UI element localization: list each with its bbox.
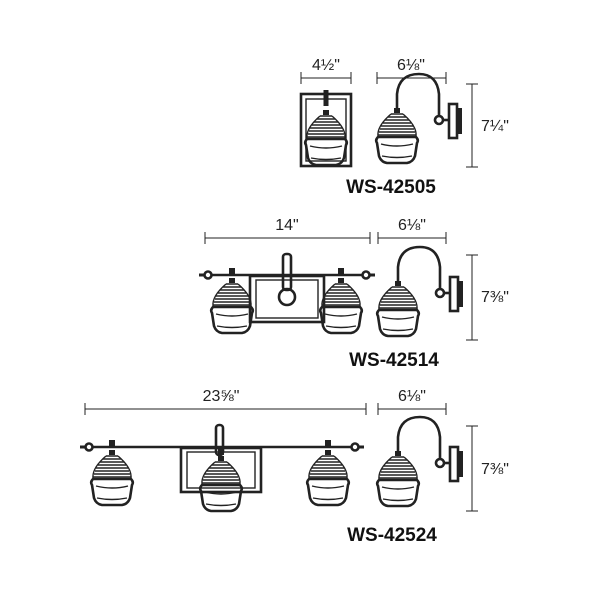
height-label: 7⅜": [481, 289, 509, 306]
height-label: 7⅜": [481, 461, 509, 478]
side-view: [376, 74, 462, 163]
depth-dimension: 6⅛": [377, 388, 447, 415]
front-width-dimension: 14": [204, 217, 371, 244]
front-width-label: 4½": [312, 57, 340, 74]
height-label: 7¼": [481, 118, 509, 135]
front-width-label: 14": [275, 217, 298, 234]
front-width-label: 23⅝": [203, 388, 240, 405]
fixture-ws-42524: 23⅝" 6⅛" 7⅜": [78, 388, 509, 546]
front-width-dimension: 4½": [300, 57, 352, 84]
side-view: [377, 247, 463, 336]
depth-dimension: 6⅛": [377, 217, 447, 244]
depth-label: 6⅛": [397, 57, 425, 74]
model-number: WS-42514: [349, 350, 439, 371]
fixture-ws-42505: 4½" 6⅛" 7¼" WS-42505: [299, 57, 509, 198]
fixture-ws-42514: 14" 6⅛" 7⅜": [197, 217, 509, 371]
model-number: WS-42505: [346, 177, 436, 198]
depth-label: 6⅛": [398, 388, 426, 405]
front-view: [197, 252, 377, 335]
front-width-dimension: 23⅝": [84, 388, 367, 415]
height-dimension: 7⅜": [466, 425, 509, 512]
side-view: [377, 417, 463, 506]
height-dimension: 7⅜": [466, 254, 509, 341]
model-number: WS-42524: [347, 525, 437, 546]
depth-dimension: 6⅛": [376, 57, 447, 84]
front-view: [78, 423, 366, 513]
depth-label: 6⅛": [398, 217, 426, 234]
front-view: [299, 90, 353, 168]
height-dimension: 7¼": [466, 83, 509, 168]
